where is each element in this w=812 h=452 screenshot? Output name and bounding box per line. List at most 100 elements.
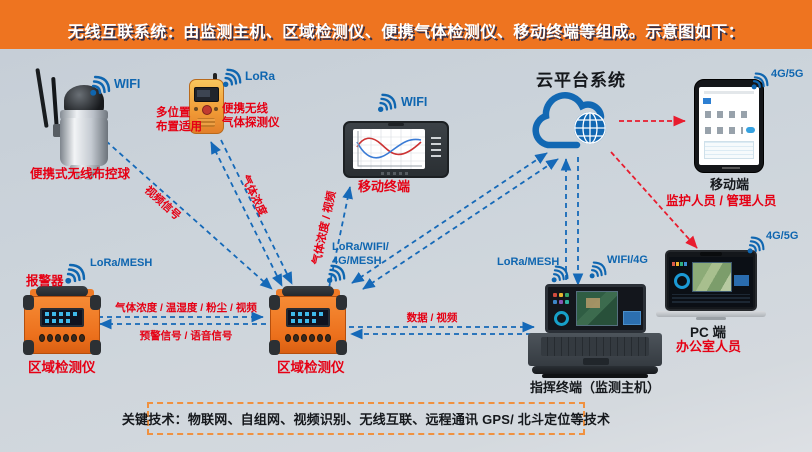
- link-label-data-video: 数据 / 视频: [406, 312, 458, 324]
- detector-bumper: [336, 340, 347, 355]
- pc-device: [656, 250, 766, 324]
- terminal-map-patch: [586, 298, 600, 308]
- gas-detector-dot: [214, 107, 218, 111]
- camera-antenna-icon: [51, 76, 59, 130]
- command-terminal-device: [528, 284, 662, 380]
- alarm-wireless-label: LoRa/MESH: [90, 257, 153, 269]
- terminal-panel: [623, 311, 641, 325]
- terminal-base: [532, 366, 658, 374]
- terminal-label: 指挥终端（监测主机）: [529, 380, 660, 395]
- phone-button-pill: [746, 127, 755, 133]
- terminal-wireless-right-label: WIFI/4G: [607, 254, 648, 266]
- detector-bumper: [90, 340, 101, 355]
- detector-handle-cap: [330, 289, 340, 300]
- phone-device: [694, 79, 764, 173]
- phone-wireless-label: 4G/5G: [771, 68, 804, 80]
- area-detector-center-label: 区域检测仪: [277, 360, 345, 375]
- arrow-gasdetector-detector-1: [210, 141, 283, 287]
- gas-detector-dot: [194, 107, 198, 111]
- wifi-icon: [369, 87, 403, 121]
- phone-statusbar: [704, 91, 754, 94]
- detector-handle-cap: [84, 289, 94, 300]
- pc-wireless-label: 4G/5G: [766, 230, 799, 242]
- footer-key-tech-text: 关键技术：物联网、自组网、视频识别、无线互联、远程通讯 GPS/ 北斗定位等技术: [121, 412, 611, 427]
- area-detector-left-device: [23, 286, 101, 358]
- link-label-sensor-data: 气体浓度 / 温湿度 / 粉尘 / 视频: [115, 302, 257, 314]
- gas-detector-device: [189, 73, 225, 134]
- detector-digits: [291, 319, 317, 323]
- detector-digits: [291, 312, 325, 316]
- header-banner: 无线互联系统：由监测主机、区域检测仪、便携气体检测仪、移动终端等组成。示意图如下…: [0, 0, 812, 49]
- cloud-label: 云平台系统: [536, 71, 626, 90]
- camera-antenna-icon: [35, 68, 49, 128]
- terminal-gauge: [554, 311, 569, 326]
- tablet-device: [343, 121, 449, 178]
- detector-buttons: [39, 334, 85, 342]
- terminal-keyboard: [541, 337, 649, 356]
- detector-bumper: [269, 340, 280, 355]
- tablet-chart: [353, 129, 425, 169]
- gas-detector-label: 便携无线 气体探测仪: [222, 103, 280, 130]
- terminal-wireless-left-label: LoRa/MESH: [497, 256, 560, 268]
- detector-handle: [282, 286, 334, 297]
- detector-bumper: [23, 295, 34, 310]
- phone-home-bar: [722, 167, 740, 169]
- pc-base: [656, 311, 766, 317]
- gas-detector-screen-glow: [197, 90, 210, 97]
- tablet-camera-bar: [388, 123, 404, 126]
- terminal-map: [576, 291, 618, 326]
- phone-app-chip: [703, 98, 711, 104]
- phone-role-label: 监护人员 / 管理人员: [666, 194, 777, 208]
- phone-label: 移动端: [710, 177, 750, 192]
- gas-detector-grill: [197, 118, 215, 127]
- camera-base: [70, 165, 100, 173]
- detector-digits: [45, 312, 79, 316]
- area-detector-center-device: [269, 286, 347, 358]
- pc-panel: [734, 275, 749, 286]
- detector-bumper: [23, 340, 34, 355]
- tablet-wireless-label: WIFI: [401, 95, 428, 109]
- camera-knob: [53, 124, 63, 137]
- camera-body: [60, 118, 108, 166]
- alarm-label: 报警器: [26, 274, 64, 288]
- gas-detector-antenna-icon: [213, 73, 217, 83]
- camera-base: [76, 172, 94, 180]
- gas-detector-note: 多位置 布置适用: [156, 107, 202, 134]
- detector-handle: [36, 286, 88, 297]
- detector-buttons: [285, 334, 331, 342]
- detector-bumper: [90, 295, 101, 310]
- pc-role-label: 办公室人员: [676, 339, 742, 354]
- tablet-label: 移动终端: [358, 179, 411, 194]
- gas-detector-wireless-label: LoRa: [245, 69, 275, 83]
- camera-collar: [60, 110, 108, 120]
- detector-handle-cap: [276, 289, 286, 300]
- phone-icon-row: [705, 111, 749, 118]
- phone-chart: [704, 141, 754, 159]
- pc-map: [692, 262, 732, 292]
- footer-key-tech-box: 关键技术：物联网、自组网、视频识别、无线互联、远程通讯 GPS/ 北斗定位等技术: [122, 402, 610, 435]
- detector-screen: [40, 308, 84, 327]
- terminal-indicator-dots: [553, 293, 571, 305]
- header-title: 无线互联系统：由监测主机、区域检测仪、便携气体检测仪、移动终端等组成。示意图如下…: [67, 24, 745, 41]
- detector-bumper: [336, 295, 347, 310]
- globe-icon: [574, 112, 606, 144]
- phone-icon-row: [705, 127, 743, 134]
- detector-digits: [45, 319, 71, 323]
- pc-indicator-dots: [672, 262, 689, 266]
- pc-camera-bar: [700, 252, 722, 256]
- detector-bumper: [269, 295, 280, 310]
- gas-detector-button: [202, 105, 212, 115]
- pc-data-rows: [672, 294, 750, 303]
- camera-wireless-label: WIFI: [114, 77, 141, 91]
- pc-gauge: [674, 273, 690, 289]
- link-label-video-signal: 视频信号: [141, 184, 183, 223]
- pc-foot: [696, 317, 726, 320]
- terminal-touchpad: [583, 358, 609, 365]
- terminal-base: [542, 374, 648, 378]
- tablet-screen: [353, 129, 425, 169]
- area-detector-left-label: 区域检测仪: [28, 360, 96, 375]
- tablet-side-buttons: [431, 133, 441, 157]
- detector-handle-cap: [30, 289, 40, 300]
